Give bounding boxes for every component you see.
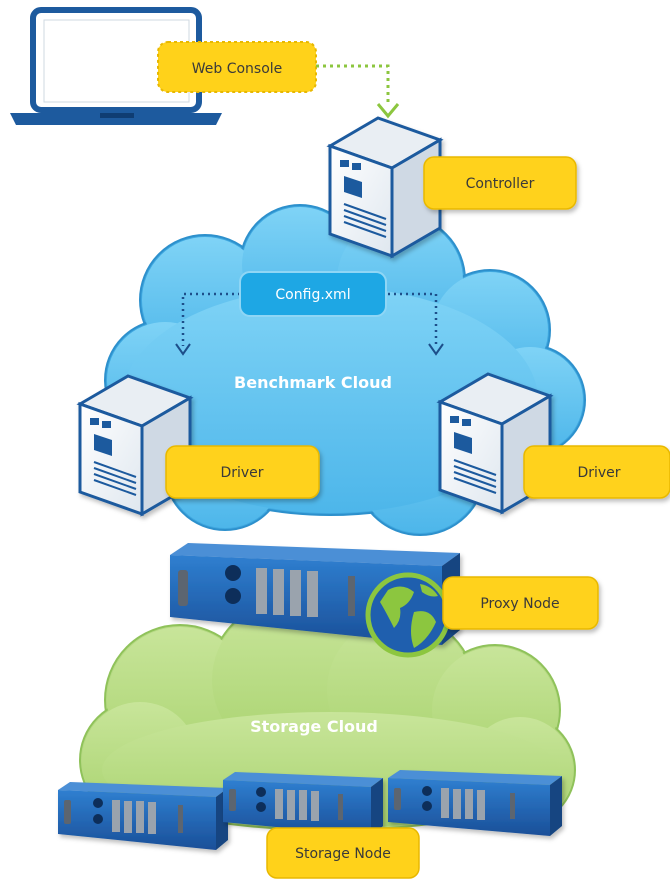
benchmark-cloud-label: Benchmark Cloud	[234, 373, 392, 392]
driver-right-label: Driver	[523, 445, 670, 499]
storage-rack-left-icon	[58, 782, 228, 850]
driver-left-label: Driver	[165, 445, 320, 499]
globe-icon	[365, 572, 451, 658]
web-console-label: Web Console	[157, 41, 317, 93]
storage-rack-middle-icon	[223, 772, 383, 836]
driver-right-server-icon	[436, 372, 554, 515]
proxy-node-text: Proxy Node	[480, 596, 559, 612]
controller-text: Controller	[466, 176, 535, 192]
proxy-node-label: Proxy Node	[442, 576, 599, 630]
driver-left-text: Driver	[220, 465, 263, 481]
controller-label: Controller	[423, 156, 577, 210]
driver-left-server-icon	[76, 374, 194, 517]
config-arrows	[175, 292, 444, 356]
storage-cloud-label: Storage Cloud	[250, 717, 378, 736]
config-text: Config.xml	[275, 287, 350, 303]
console-to-controller-arrow	[316, 64, 400, 119]
storage-rack-right-icon	[388, 770, 562, 836]
driver-right-text: Driver	[577, 465, 620, 481]
storage-node-text: Storage Node	[295, 846, 391, 862]
web-console-text: Web Console	[192, 61, 283, 77]
config-file-box: Config.xml	[239, 271, 387, 317]
storage-node-label: Storage Node	[266, 827, 420, 879]
